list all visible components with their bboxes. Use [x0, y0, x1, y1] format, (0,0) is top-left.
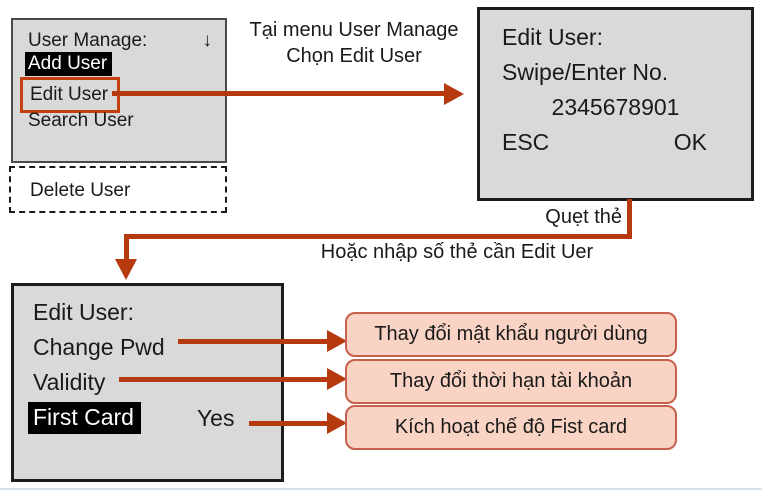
swipe-screen-prompt: Swipe/Enter No. — [502, 59, 669, 85]
first-card-value: Yes — [196, 404, 235, 431]
menu-item-delete-user[interactable]: Delete User — [9, 166, 227, 213]
card-number-value: 2345678901 — [551, 94, 680, 120]
connector-down-segment-right — [627, 199, 632, 237]
menu-item-search-user[interactable]: Search User — [28, 110, 134, 132]
menu-item-validity[interactable]: Validity — [33, 369, 106, 395]
menu-title: User Manage: — [28, 30, 148, 51]
callout-validity-text: Thay đổi thời hạn tài khoản — [389, 370, 633, 392]
callout-change-pwd-text: Thay đổi mật khẩu người dùng — [374, 323, 648, 345]
arrow-validity-line — [119, 377, 328, 382]
swipe-enter-screen: Edit User: Swipe/Enter No. 2345678901 ES… — [477, 7, 754, 201]
callout-validity: Thay đổi thời hạn tài khoản — [345, 359, 677, 404]
down-arrow-icon: ↓ — [202, 30, 213, 51]
edit-user-label: Edit User — [30, 84, 109, 105]
step1-annotation: Tại menu User Manage Chọn Edit User — [229, 17, 479, 69]
menu-item-add-user[interactable]: Add User — [25, 52, 113, 76]
arrow-validity-head-icon — [327, 368, 347, 390]
step1-annotation-line1: Tại menu User Manage — [249, 19, 459, 41]
callout-first-card: Kích hoạt chế độ Fist card — [345, 405, 677, 450]
enter-number-annotation: Hoặc nhập số thẻ cần Edit Uer — [320, 241, 594, 263]
connector-down-segment-left — [124, 236, 129, 262]
arrow-change-pwd-head-icon — [327, 330, 347, 352]
first-card-label: First Card — [28, 402, 141, 434]
edit-user-screen: Edit User: Change Pwd Validity First Car… — [11, 283, 284, 482]
connector-arrow-head-icon — [115, 259, 137, 280]
edit-screen-title: Edit User: — [33, 299, 134, 325]
arrow-edit-to-swipe-head-icon — [444, 83, 464, 105]
delete-user-label: Delete User — [30, 180, 131, 201]
callout-first-card-text: Kích hoạt chế độ Fist card — [394, 416, 628, 438]
swipe-screen-title: Edit User: — [502, 24, 603, 50]
ok-button[interactable]: OK — [673, 129, 707, 155]
esc-button[interactable]: ESC — [502, 129, 550, 155]
arrow-first-card-head-icon — [327, 412, 347, 434]
swipe-card-annotation: Quẹt thẻ — [545, 206, 622, 228]
bottom-divider — [0, 488, 762, 490]
arrow-first-card-line — [249, 421, 328, 426]
step1-annotation-line2: Chọn Edit User — [286, 45, 422, 67]
arrow-change-pwd-line — [178, 339, 328, 344]
menu-item-first-card[interactable]: First Card Yes — [14, 400, 281, 436]
callout-change-pwd: Thay đổi mật khẩu người dùng — [345, 312, 677, 357]
arrow-edit-to-swipe-line — [112, 91, 444, 96]
search-user-label: Search User — [28, 110, 134, 131]
swipe-screen-buttons: ESC OK — [480, 125, 751, 160]
menu-item-change-pwd[interactable]: Change Pwd — [33, 334, 165, 360]
menu-item-edit-user[interactable]: Edit User — [20, 77, 120, 113]
user-manage-menu-screen: User Manage: ↓ Add User Edit User Search… — [11, 18, 227, 163]
menu-title-row: User Manage: ↓ — [28, 30, 212, 52]
add-user-label: Add User — [25, 52, 113, 76]
connector-horizontal-segment — [124, 234, 632, 239]
